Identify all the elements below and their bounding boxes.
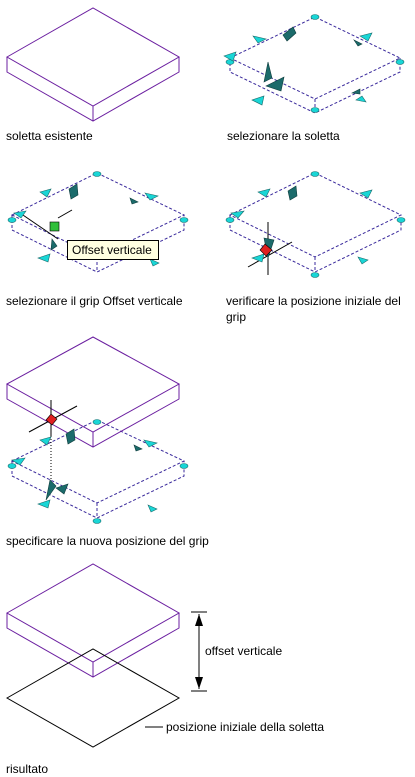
arrow-up-icon — [195, 614, 203, 626]
caption-select-slab: selezionare la soletta — [227, 129, 340, 143]
caption-verify-line1: verificare la posizione iniziale del — [226, 294, 401, 308]
label-initial-slab-position: posizione iniziale della soletta — [166, 720, 325, 734]
slab-result — [5, 563, 207, 748]
caption-verify-line2: grip — [226, 310, 247, 324]
label-vertical-offset: offset verticale — [205, 644, 283, 658]
slab-grip-initial — [225, 171, 406, 278]
caption-select-grip: selezionare il grip Offset verticale — [6, 294, 183, 308]
slab-grip-hover — [7, 171, 189, 273]
moving-grip-icon — [45, 413, 58, 426]
vertical-offset-grip — [263, 26, 363, 95]
caption-result: risultato — [6, 762, 49, 776]
grip-markers — [223, 14, 405, 113]
initial-slab-outline — [5, 648, 181, 748]
dimension-line — [191, 611, 207, 692]
hover-grip-icon[interactable] — [49, 221, 60, 232]
grip-tooltip: Offset verticale — [67, 240, 159, 260]
initial-grip-icon — [259, 243, 273, 257]
slab-grip-moving — [5, 336, 189, 524]
caption-specify-position: specificare la nuova posizione del grip — [6, 534, 209, 548]
caption-existing-slab: soletta esistente — [6, 129, 93, 143]
slab-existing — [5, 7, 181, 122]
slab-selected — [223, 14, 405, 114]
arrow-down-icon — [195, 677, 203, 689]
